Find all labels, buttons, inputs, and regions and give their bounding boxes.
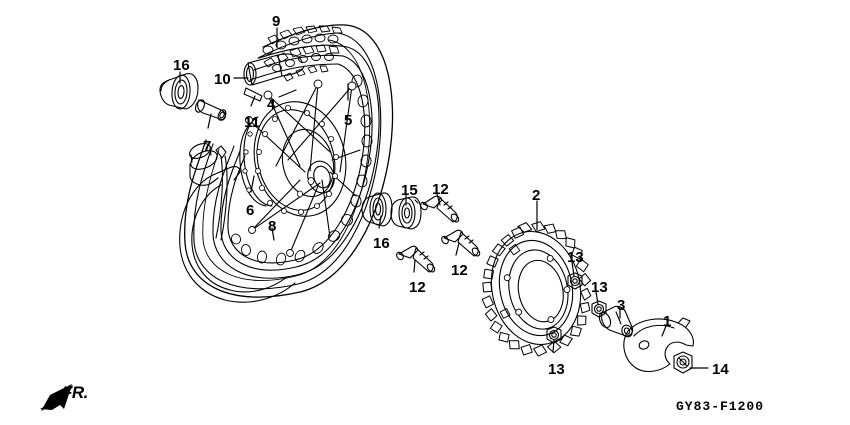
callout-dust-seal: 15 xyxy=(401,182,418,199)
leader-line-spoke-nipple-c xyxy=(413,259,416,273)
guard-nut-14 xyxy=(673,351,693,374)
callout-wheel-bearing-right: 16 xyxy=(373,235,390,252)
distance-collar-7 xyxy=(194,99,227,121)
callout-rim-band: 11 xyxy=(244,114,260,131)
bearing-16-left xyxy=(159,73,199,110)
wheel-spokes xyxy=(248,83,361,254)
callout-sprocket-nut-b: 13 xyxy=(591,279,608,296)
leader-line-spoke-nipple-row xyxy=(271,227,275,241)
front-direction-label: FR. xyxy=(62,383,88,402)
leader-line-sprocket-nut-b xyxy=(595,291,599,305)
callout-brake-drum-hub: 6 xyxy=(246,202,255,219)
callout-spoke-set-b: 5 xyxy=(344,112,353,129)
leader-line-sprocket-nut-a xyxy=(571,261,575,277)
leader-line-brake-drum-hub xyxy=(250,175,255,193)
callout-wheel-bearing-left: 16 xyxy=(173,57,190,74)
inner-tube xyxy=(179,143,296,303)
label-leader-lines xyxy=(179,27,709,369)
leader-line-wheel-bearing-right xyxy=(378,215,382,229)
drawing-code: GY83-F1200 xyxy=(676,399,765,414)
brake-drum-hub xyxy=(239,101,347,217)
leader-line-spoke-nipple-b xyxy=(455,242,460,256)
leader-line-spoke-nipple-a xyxy=(436,193,441,206)
callout-spoke-nipple-b: 12 xyxy=(451,262,468,279)
leader-line-distance-collar xyxy=(207,113,212,129)
bearing-16-right xyxy=(361,192,393,227)
callout-sprocket-nut-c: 13 xyxy=(548,361,565,378)
callout-spoke-nipple-a: 12 xyxy=(432,181,449,198)
callout-wheel-side-collar: 10 xyxy=(214,71,231,88)
callout-chain-case-guard: 1 xyxy=(663,313,672,330)
chain-case-guard-1 xyxy=(623,317,694,373)
callout-spoke-nipple-c: 12 xyxy=(409,279,426,296)
callout-spoke-nipple-row: 8 xyxy=(268,218,277,235)
callout-sprocket-nut-a: 13 xyxy=(567,249,584,266)
spoke-nipple-12-c xyxy=(396,245,436,273)
leader-line-spoke-set-a xyxy=(278,89,297,98)
leader-line-sprocket-nut-c xyxy=(552,339,555,353)
fr-direction-arrow xyxy=(40,384,73,411)
wheel-rim xyxy=(212,44,380,279)
callout-distance-collar: 7 xyxy=(203,138,212,155)
callout-driven-sprocket: 2 xyxy=(532,187,541,204)
callout-guard-nut: 14 xyxy=(712,361,729,378)
spoke-nipple-12-a xyxy=(420,195,460,223)
callout-sprocket-bolt: 3 xyxy=(617,297,626,314)
driven-sprocket-2 xyxy=(481,221,592,357)
leader-line-rim-band xyxy=(250,95,256,107)
wheel-side-collar-10 xyxy=(243,53,305,86)
rim-spoke-nipples xyxy=(230,74,373,266)
leader-line-chain-case-guard xyxy=(661,325,667,337)
callout-tire: 9 xyxy=(272,13,281,30)
sprocket-nut-13-a xyxy=(567,272,583,290)
spoke-nipple-heads xyxy=(245,79,357,257)
spoke-nipple-12-b xyxy=(441,229,481,257)
dust-seal-15 xyxy=(390,196,422,230)
sprocket-nut-13-b xyxy=(591,300,607,318)
callout-spoke-set-a: 4 xyxy=(267,96,276,113)
rim-band-11 xyxy=(243,87,263,102)
sprocket-bolt-3 xyxy=(598,305,634,338)
